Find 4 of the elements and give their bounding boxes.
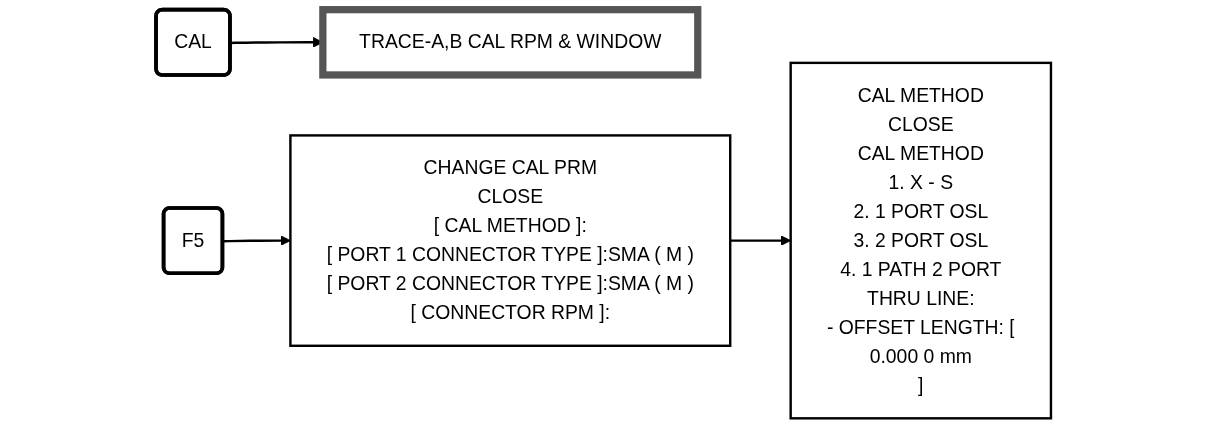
node-box: CHANGE CAL PRM CLOSE [ CAL METHOD ]: [ PORT 1 CONNECTOR TYPE ]:SMA ( M ) [ PORT 2 CONNECTOR TYPE ]:SMA ( M ) [ CONNECTOR RPM ]:	[289, 134, 732, 347]
arrow	[223, 235, 291, 246]
node-box: CAL METHOD CLOSE CAL METHOD 1. X - S 2. 1 PORT OSL 3. 2 PORT OSL 4. 1 PATH 2 PORT THRU LINE: - OFFSET LENGTH: [ 0.000 0 mm ]	[789, 61, 1053, 420]
node-box: TRACE-A,B CAL RPM & WINDOW	[319, 6, 702, 79]
